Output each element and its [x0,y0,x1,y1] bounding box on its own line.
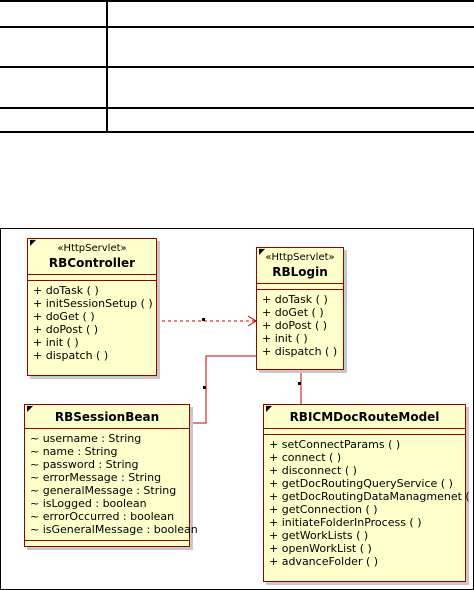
operation-item: + dispatch ( ) [33,349,109,362]
class-rbcontroller[interactable]: ◤ «HttpServlet» RBController + doTask ( … [27,238,157,376]
class-header: ◤ «HttpServlet» RBController [28,239,156,275]
attribute-item: ~ username : String [30,432,142,445]
operation-item: + doPost ( ) [33,323,99,336]
class-rbicmdocroutemodel[interactable]: ◤ RBICMDocRouteModel + setConnectParams … [263,404,474,582]
class-name: RBICMDocRouteModel [289,410,440,424]
operation-item: + doTask ( ) [33,284,99,297]
attribute-compartment [28,275,156,281]
class-corner-icon: ◤ [259,247,266,256]
operation-item: + dispatch ( ) [262,345,338,358]
table-cell [107,106,474,134]
attribute-item: ~ isLogged : boolean [30,497,147,510]
attribute-compartment [264,429,465,435]
attribute-compartment [257,284,343,290]
class-header: ◤ RBSessionBean [25,405,189,429]
class-corner-icon: ◤ [27,404,34,413]
attribute-item: ~ errorMessage : String [30,471,162,484]
operation-item: + advanceFolder ( ) [269,555,379,568]
class-stereotype: «HttpServlet» [265,252,335,263]
operation-item: + openWorkList ( ) [269,542,372,555]
table-cell [107,0,474,29]
class-name: RBLogin [272,265,328,279]
operation-item: + init ( ) [33,336,79,349]
operation-item: + connect ( ) [269,451,342,464]
operation-item: + doGet ( ) [33,310,95,323]
operation-item: + initSessionSetup ( ) [33,297,153,310]
operation-item: + getDocRoutingQueryService ( ) [269,477,453,490]
operation-item: + doTask ( ) [262,293,328,306]
operation-item: + setConnectParams ( ) [269,438,401,451]
table-cell [107,26,474,69]
attribute-item: ~ name : String [30,445,118,458]
operation-item: + disconnect ( ) [269,464,357,477]
class-header: ◤ RBICMDocRouteModel [264,405,465,429]
attribute-item: ~ isGeneralMessage : boolean [30,523,198,536]
class-header: ◤ «HttpServlet» RBLogin [257,248,343,284]
operation-item: + getDocRoutingDataManagmenet ( ) [269,490,474,503]
attribute-item: ~ generalMessage : String [30,484,177,497]
header-table [0,0,474,134]
attribute-item: ~ errorOccurred : boolean [30,510,175,523]
table-cell [107,66,474,109]
operation-list: + doTask ( ) + initSessionSetup ( ) + do… [28,281,156,366]
table-cell [0,106,108,134]
attribute-item: ~ password : String [30,458,139,471]
operation-list: + doTask ( ) + doGet ( ) + doPost ( ) + … [257,290,343,362]
class-name: RBSessionBean [54,410,160,424]
class-rblogin[interactable]: ◤ «HttpServlet» RBLogin + doTask ( ) + d… [256,247,344,370]
class-name: RBController [48,256,136,270]
class-rbsessionbean[interactable]: ◤ RBSessionBean ~ username : String ~ na… [24,404,198,547]
operation-item: + getConnection ( ) [269,503,378,516]
link-anchor-marker [202,318,205,321]
table-cell [0,26,108,69]
link-anchor-marker [203,386,206,389]
association-line-sessionbean [190,355,258,424]
class-corner-icon: ◤ [266,404,273,413]
operation-item: + doGet ( ) [262,306,324,319]
table-cell [0,0,108,29]
operation-item: + initiateFolderInProcess ( ) [269,516,422,529]
operation-item: + getWorkLists ( ) [269,529,369,542]
operation-item: + doPost ( ) [262,319,328,332]
operation-item: + init ( ) [262,332,308,345]
class-corner-icon: ◤ [30,238,37,247]
table-cell [0,66,108,109]
link-anchor-marker [298,382,301,385]
operation-list: + setConnectParams ( ) + connect ( ) + d… [264,435,474,572]
class-stereotype: «HttpServlet» [57,243,127,254]
attribute-list: ~ username : String ~ name : String ~ pa… [25,429,198,541]
